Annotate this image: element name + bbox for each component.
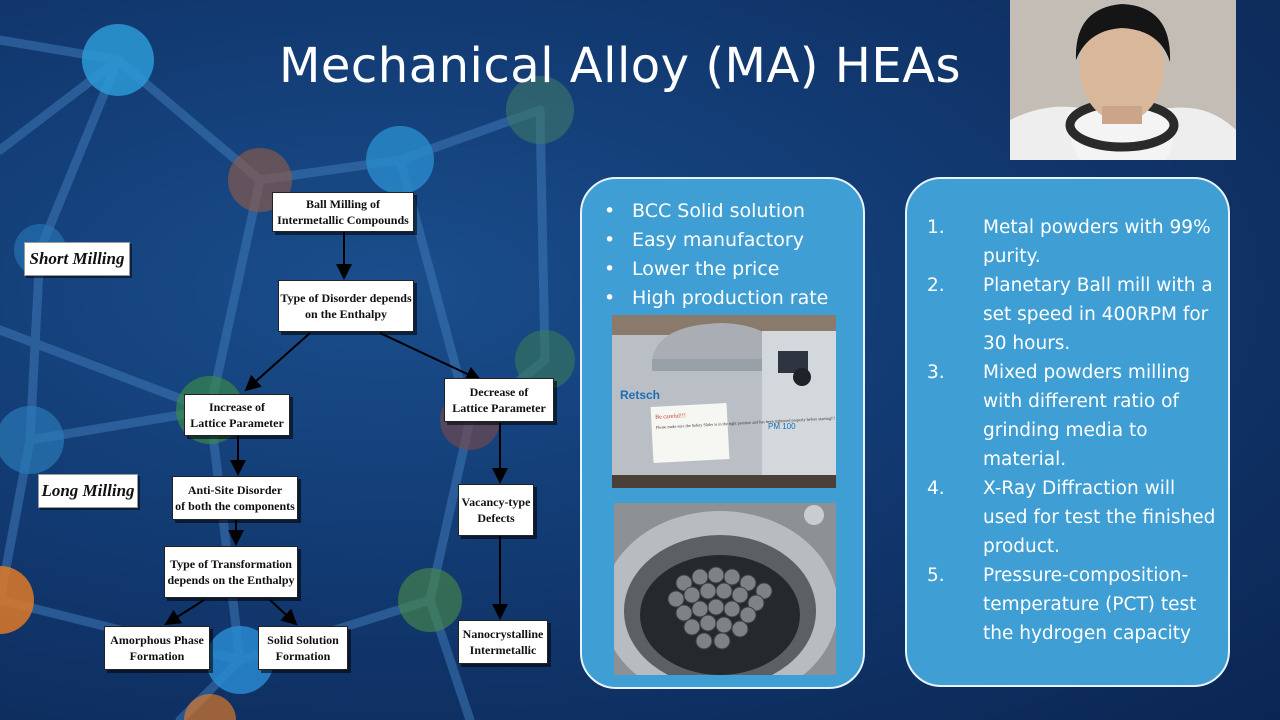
machine-brand-label: Retsch (620, 388, 660, 402)
node-type-of-disorder: Type of Disorder depends on the Enthalpy (278, 280, 414, 332)
procedure-step: 4. X-Ray Diffraction will used for test … (927, 474, 1217, 561)
step-number: 3. (927, 362, 945, 383)
ball-mill-machine-image: Retsch PM 100 Be careful!!! Please make … (612, 315, 836, 488)
feature-item: High production rate (602, 284, 828, 313)
step-text: Planetary Ball mill with a set speed in … (983, 275, 1213, 354)
machine-note-title: Be careful!!! (655, 412, 686, 421)
node-amorphous-phase: Amorphous Phase Formation (104, 626, 210, 670)
step-number: 1. (927, 217, 945, 238)
step-text: Metal powders with 99% purity. (983, 217, 1211, 267)
flowchart-arrows (164, 232, 508, 626)
milling-bowl-photo (614, 503, 836, 675)
step-text: Mixed powders milling with different rat… (983, 362, 1190, 470)
long-milling-tag: Long Milling (38, 474, 138, 508)
node-decrease-lattice: Decrease of Lattice Parameter (444, 378, 554, 422)
features-panel: BCC Solid solution Easy manufactory Lowe… (580, 177, 865, 689)
procedure-steps: 1. Metal powders with 99% purity. 2. Pla… (927, 213, 1217, 648)
step-number: 5. (927, 565, 945, 586)
node-anti-site-disorder: Anti-Site Disorder of both the component… (172, 476, 298, 520)
procedure-step: 5. Pressure-composition-temperature (PCT… (927, 561, 1217, 648)
webcam-feed (1010, 0, 1236, 160)
procedure-step: 1. Metal powders with 99% purity. (927, 213, 1217, 271)
procedure-step: 2. Planetary Ball mill with a set speed … (927, 271, 1217, 358)
ball-milling-flowchart: Short Milling Long Milling Ball Milling … (0, 180, 580, 700)
node-ball-milling: Ball Milling of Intermetallic Compounds (272, 192, 414, 232)
node-vacancy-defects: Vacancy-type Defects (458, 484, 534, 536)
presenter-image (1010, 0, 1236, 160)
node-increase-lattice: Increase of Lattice Parameter (184, 394, 290, 436)
feature-item: Easy manufactory (602, 226, 828, 255)
node-nanocrystalline: Nanocrystalline Intermetallic (458, 620, 548, 664)
step-number: 2. (927, 275, 945, 296)
feature-item: Lower the price (602, 255, 828, 284)
step-text: X-Ray Diffraction will used for test the… (983, 478, 1216, 557)
procedure-step: 3. Mixed powders milling with different … (927, 358, 1217, 474)
features-list: BCC Solid solution Easy manufactory Lowe… (602, 197, 828, 313)
node-solid-solution: Solid Solution Formation (258, 626, 348, 670)
node-type-of-transformation: Type of Transformation depends on the En… (164, 546, 298, 598)
step-number: 4. (927, 478, 945, 499)
step-text: Pressure-composition-temperature (PCT) t… (983, 565, 1197, 644)
ball-mill-machine-photo: Retsch PM 100 Be careful!!! Please make … (612, 315, 836, 488)
machine-model-label: PM 100 (768, 422, 796, 431)
slide-title: Mechanical Alloy (MA) HEAs (278, 38, 962, 94)
milling-bowl-image (614, 503, 836, 675)
short-milling-tag: Short Milling (24, 242, 130, 276)
feature-item: BCC Solid solution (602, 197, 828, 226)
procedure-panel: 1. Metal powders with 99% purity. 2. Pla… (905, 177, 1230, 687)
